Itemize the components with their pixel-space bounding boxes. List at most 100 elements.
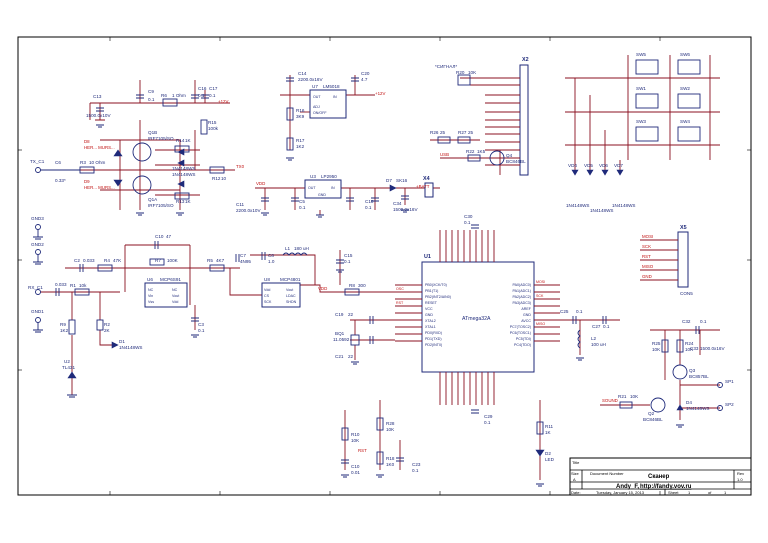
u1-lpin1: PB1(T1) bbox=[425, 289, 438, 293]
c9-ref: C9 bbox=[148, 89, 154, 94]
net-vdd-reg: VDD bbox=[256, 181, 265, 186]
r8-val: 300 bbox=[358, 283, 366, 288]
u1-lpin0: PB0(XCK/T0) bbox=[425, 283, 447, 287]
d9-val: HER... MURS... bbox=[84, 185, 115, 190]
c8-val: 1.0 bbox=[268, 259, 275, 264]
c6-val: 0.33* bbox=[55, 178, 66, 183]
sw1-ref: SW1 bbox=[636, 86, 646, 91]
x5-miso: MISO bbox=[642, 264, 654, 269]
c32-ref: C32 bbox=[682, 319, 691, 324]
tb-doc-number: Document Number bbox=[590, 471, 624, 476]
c14-ref: C14 bbox=[298, 71, 307, 76]
power-switch-block bbox=[35, 80, 235, 216]
bq1-val: 11.0592 bbox=[333, 337, 350, 342]
r3-ref: R3 bbox=[80, 160, 86, 165]
u1-ref: U1 bbox=[424, 254, 431, 260]
r6-val: 1 Ohm bbox=[172, 93, 186, 98]
r10-ref: R10 bbox=[351, 432, 360, 437]
u1-lpin11: XTAL2 bbox=[425, 319, 436, 323]
u1-rpin12: PC6(TOSC1) bbox=[510, 331, 531, 335]
l2-ref: L2 bbox=[591, 336, 597, 341]
r27-ref: R27 bbox=[458, 130, 467, 135]
vd-part-2: 1N4148WS bbox=[172, 172, 196, 177]
net-12v-top: +12V bbox=[218, 99, 228, 104]
l2-val: 100 uH bbox=[591, 342, 606, 347]
u1-lpin12: XTAL1 bbox=[425, 325, 436, 329]
rx-c1-label: RX_C1 bbox=[28, 285, 43, 290]
u1-mcu bbox=[395, 230, 560, 405]
c23-ref: C23 bbox=[412, 462, 421, 467]
r6-ref: R6 bbox=[161, 93, 167, 98]
r25-val: 10K bbox=[652, 347, 661, 352]
r21-val: 10K bbox=[630, 394, 639, 399]
sw-diode-part-1: 1N4148WS bbox=[566, 203, 590, 208]
r3-val: 10 Ohm bbox=[89, 160, 106, 165]
u1-rpin0: PA0(ADC0) bbox=[512, 283, 531, 287]
c13-ref: C13 bbox=[93, 94, 102, 99]
r20-val: 10K bbox=[468, 70, 477, 75]
u3-pin-out: OUT bbox=[308, 186, 316, 190]
sp1-ref: SP1 bbox=[725, 379, 734, 384]
q4-ref: Q4 bbox=[506, 153, 513, 158]
x5-ref: X5 bbox=[680, 225, 687, 231]
sw5-ref: SW5 bbox=[636, 52, 646, 57]
c10b-val: 0.01 bbox=[351, 470, 360, 475]
d2-val: LED bbox=[545, 457, 555, 462]
switch-matrix bbox=[565, 55, 720, 176]
u6-pin1: NC bbox=[148, 288, 154, 292]
u1-net-rst: RST bbox=[396, 301, 404, 305]
r9-val: 1K2 bbox=[60, 328, 69, 333]
sp2-ref: SP2 bbox=[725, 402, 734, 407]
u7-pin-adj: ADJ bbox=[313, 105, 320, 109]
r28-val: 10K bbox=[386, 427, 395, 432]
r5-ref: R5 bbox=[207, 258, 213, 263]
c5-val: 0.1 bbox=[299, 205, 306, 210]
x5-mosi: MOSI bbox=[642, 234, 653, 239]
r18-val: 1K0 bbox=[386, 462, 395, 467]
tb-sheet: 1 bbox=[688, 490, 691, 495]
c9-val: 0.1 bbox=[148, 97, 155, 102]
l1-ref: L1 bbox=[285, 246, 291, 251]
r13-ref: R13 bbox=[176, 199, 185, 204]
c10b-ref: C10 bbox=[351, 464, 360, 469]
u8-pin2: CS bbox=[264, 294, 270, 298]
d4-val: 1N4148WS bbox=[686, 406, 710, 411]
c30-ref: C30 bbox=[464, 214, 473, 219]
x5-sck: SCK bbox=[642, 244, 651, 249]
q1a-ref: Q1A bbox=[148, 197, 158, 202]
c25-val: 0.1 bbox=[576, 309, 583, 314]
c33-val: 1500.0x16V bbox=[700, 346, 725, 351]
u8-ref: U8 bbox=[264, 277, 270, 282]
vd4-ref: VD4 bbox=[568, 163, 577, 168]
c18-ref: C18 bbox=[365, 199, 374, 204]
r11-val: 1K bbox=[545, 430, 552, 435]
u3-pin-gnd: GND bbox=[318, 193, 326, 197]
q1a-part: IRF7105/SO bbox=[148, 203, 174, 208]
c10-val: 47 bbox=[166, 234, 172, 239]
c29-val: 0.1 bbox=[484, 420, 491, 425]
bottom-misc bbox=[341, 400, 545, 487]
x5-rst: RST bbox=[642, 254, 651, 259]
sw-diode-part-2: 1N4148WS bbox=[590, 208, 614, 213]
r11-ref: R11 bbox=[545, 424, 554, 429]
c20-val: 4.7 bbox=[361, 77, 368, 82]
c34-val: 1500.0x16V bbox=[393, 207, 418, 212]
net-12v-u7: +12V bbox=[375, 91, 385, 96]
r15-ref: R15 bbox=[208, 120, 217, 125]
tb-rev: 1.0 bbox=[737, 477, 743, 482]
vd6-ref: VD6 bbox=[599, 163, 608, 168]
r24-val: 10K bbox=[685, 347, 694, 352]
u8-pin8: SHDN bbox=[286, 300, 297, 304]
r12-val: 10 bbox=[221, 176, 227, 181]
c19-ref: C19 bbox=[335, 312, 344, 317]
r2-ref: R2 bbox=[104, 322, 110, 327]
tb-url[interactable]: http://fandy.vov.ru bbox=[640, 484, 692, 490]
gnd1-label: GND1 bbox=[31, 309, 44, 314]
tb-title: Сканер bbox=[648, 474, 670, 480]
u1-lpin13: PD0(RXD) bbox=[425, 331, 442, 335]
c15-ref: C15 bbox=[344, 253, 353, 258]
u2-name: TL431 bbox=[62, 365, 75, 370]
crystal-block bbox=[350, 224, 479, 414]
c16-ref: C16 bbox=[198, 86, 207, 91]
r14-ref: R14 bbox=[176, 138, 185, 143]
